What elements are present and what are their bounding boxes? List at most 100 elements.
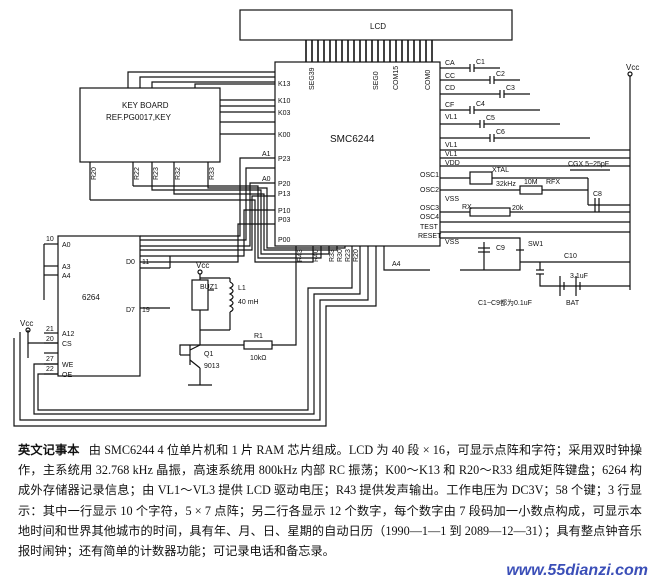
cap-c5: C5 <box>486 115 495 122</box>
kb-pin-r22: R22 <box>134 167 141 180</box>
mcu-pin-vss2: VSS <box>445 239 459 246</box>
r-10m: 10M <box>524 179 538 186</box>
bat-volt: 3.1uF <box>570 273 588 280</box>
caption-body: 由 SMC6244 4 位单片机和 1 片 RAM 芯片组成。LCD 为 40 … <box>18 443 643 559</box>
mcu-pin-k13: K13 <box>278 81 291 88</box>
kb-pin-r23: R23 <box>153 167 160 180</box>
mcu-pin-osc2: OSC2 <box>420 187 439 194</box>
mcu-pin-r40: R40 <box>313 249 320 262</box>
cap-c4: C4 <box>476 101 485 108</box>
mcu-pin-cf: CF <box>445 102 454 109</box>
ram-pin-a12: A12 <box>62 331 75 338</box>
ram-num-11: 11 <box>142 259 149 266</box>
watermark: www.55dianzi.com <box>506 562 648 579</box>
mcu-pin-osc1: OSC1 <box>420 172 439 179</box>
vcc-label-buz: Vcc <box>196 261 209 270</box>
label-a4: A4 <box>392 261 401 268</box>
ram-num-20: 20 <box>46 336 54 343</box>
mcu-pin-p00: P00 <box>278 237 291 244</box>
mcu-pin-k00: K00 <box>278 132 291 139</box>
mcu-pin-p10: P10 <box>278 208 291 215</box>
c10-label: C10 <box>564 253 577 260</box>
ram-box <box>57 235 141 377</box>
ram-pin-we: WE <box>62 362 74 369</box>
caption: 英文记事本 由 SMC6244 4 位单片机和 1 片 RAM 芯片组成。LCD… <box>18 440 642 562</box>
mcu-pin-vl1b: VL1 <box>445 142 458 149</box>
lcd-pin-seg39: SEG39 <box>309 67 316 90</box>
ram-pin-oe: OE <box>62 372 72 379</box>
mcu-pin-osc3: OSC3 <box>420 205 439 212</box>
lcd-box <box>239 9 513 41</box>
ram-pin-d7: D7 <box>126 307 135 314</box>
circuit-schematic: LCD SMC6244 KEY BOARD REF.PG0017,KEY 626… <box>13 9 639 427</box>
q1-part: 9013 <box>204 363 220 370</box>
kb-pin-r33: R33 <box>209 167 216 180</box>
ram-pin-a4: A4 <box>62 273 71 280</box>
ram-num-27: 27 <box>46 356 54 363</box>
buz-label: BUZ1 <box>200 284 218 291</box>
mcu-pin-cd: CD <box>445 85 455 92</box>
mcu-pin-p13: P13 <box>278 191 291 198</box>
lcd-pin-seg0: SEG0 <box>373 71 380 90</box>
r1-value: 10kΩ <box>250 355 267 362</box>
ram-num-10: 10 <box>46 236 54 243</box>
mcu-box <box>274 61 441 247</box>
ram-pin-a0: A0 <box>62 242 71 249</box>
cap-c2: C2 <box>496 71 505 78</box>
mcu-label-a1: A1 <box>262 151 271 158</box>
mcu-pin-p23: P23 <box>278 156 291 163</box>
cap-c3: C3 <box>506 85 515 92</box>
ram-num-22: 22 <box>46 366 54 373</box>
bat-label: BAT <box>566 300 580 307</box>
vcc-label-ram: Vcc <box>20 319 33 328</box>
r-fx: RFX <box>546 179 560 186</box>
xtal-label: XTAL <box>492 167 509 174</box>
lcd-pin-com0: COM0 <box>425 70 432 90</box>
lcd-pin-com15: COM15 <box>393 66 400 90</box>
mcu-pin-p20: P20 <box>278 181 291 188</box>
kb-pin-r32: R32 <box>175 167 182 180</box>
mcu-pin-vl1a: VL1 <box>445 114 458 121</box>
mcu-pin-reset: RESET <box>418 233 442 240</box>
mcu-pin-r43: R43 <box>297 249 304 262</box>
ram-label: 6264 <box>82 293 100 302</box>
l1-value: 40 mH <box>238 299 259 306</box>
mcu-pin-r23: R23 <box>345 249 352 262</box>
cap-c1: C1 <box>476 59 485 66</box>
l1-label: L1 <box>238 285 246 292</box>
mcu-pin-ca: CA <box>445 60 455 67</box>
r-20k: 20k <box>512 205 524 212</box>
xtal-freq: 32kHz <box>496 181 516 188</box>
kb-pin-r20: R20 <box>91 167 98 180</box>
mcu-label: SMC6244 <box>330 134 375 145</box>
c-gx: CGX 5~25pF <box>568 161 609 168</box>
keyboard-box <box>79 87 221 163</box>
mcu-pin-k03: K03 <box>278 110 291 117</box>
sw1-label: SW1 <box>528 241 543 248</box>
mcu-pin-vss: VSS <box>445 196 459 203</box>
caps-note: C1~C9都为0.1uF <box>478 298 532 307</box>
mcu-pin-r20: R20 <box>353 249 360 262</box>
caption-heading: 英文记事本 <box>18 443 80 457</box>
mcu-pin-osc4: OSC4 <box>420 214 439 221</box>
ram-pin-cs: CS <box>62 341 72 348</box>
mcu-label-a0: A0 <box>262 176 271 183</box>
c9-label: C9 <box>496 245 505 252</box>
r1-label: R1 <box>254 333 263 340</box>
keyboard-title: KEY BOARD <box>122 101 169 110</box>
mcu-pin-r33: R33 <box>329 249 336 262</box>
mcu-pin-vdd: VDD <box>445 160 460 167</box>
mcu-pin-r30: R30 <box>337 249 344 262</box>
rx-label: RX <box>462 204 472 211</box>
lcd-label: LCD <box>370 22 386 31</box>
mcu-pin-vl1c: VL1 <box>445 151 458 158</box>
mcu-pin-test: TEST <box>420 224 439 231</box>
ram-num-19: 19 <box>142 307 150 314</box>
ram-pin-d0: D0 <box>126 259 135 266</box>
mcu-pin-k10: K10 <box>278 98 291 105</box>
ram-pin-a3: A3 <box>62 264 71 271</box>
q1-label: Q1 <box>204 351 213 358</box>
vcc-label-right: Vcc <box>626 63 639 72</box>
mcu-pin-p03: P03 <box>278 217 291 224</box>
keyboard-ref: REF.PG0017,KEY <box>106 113 172 122</box>
